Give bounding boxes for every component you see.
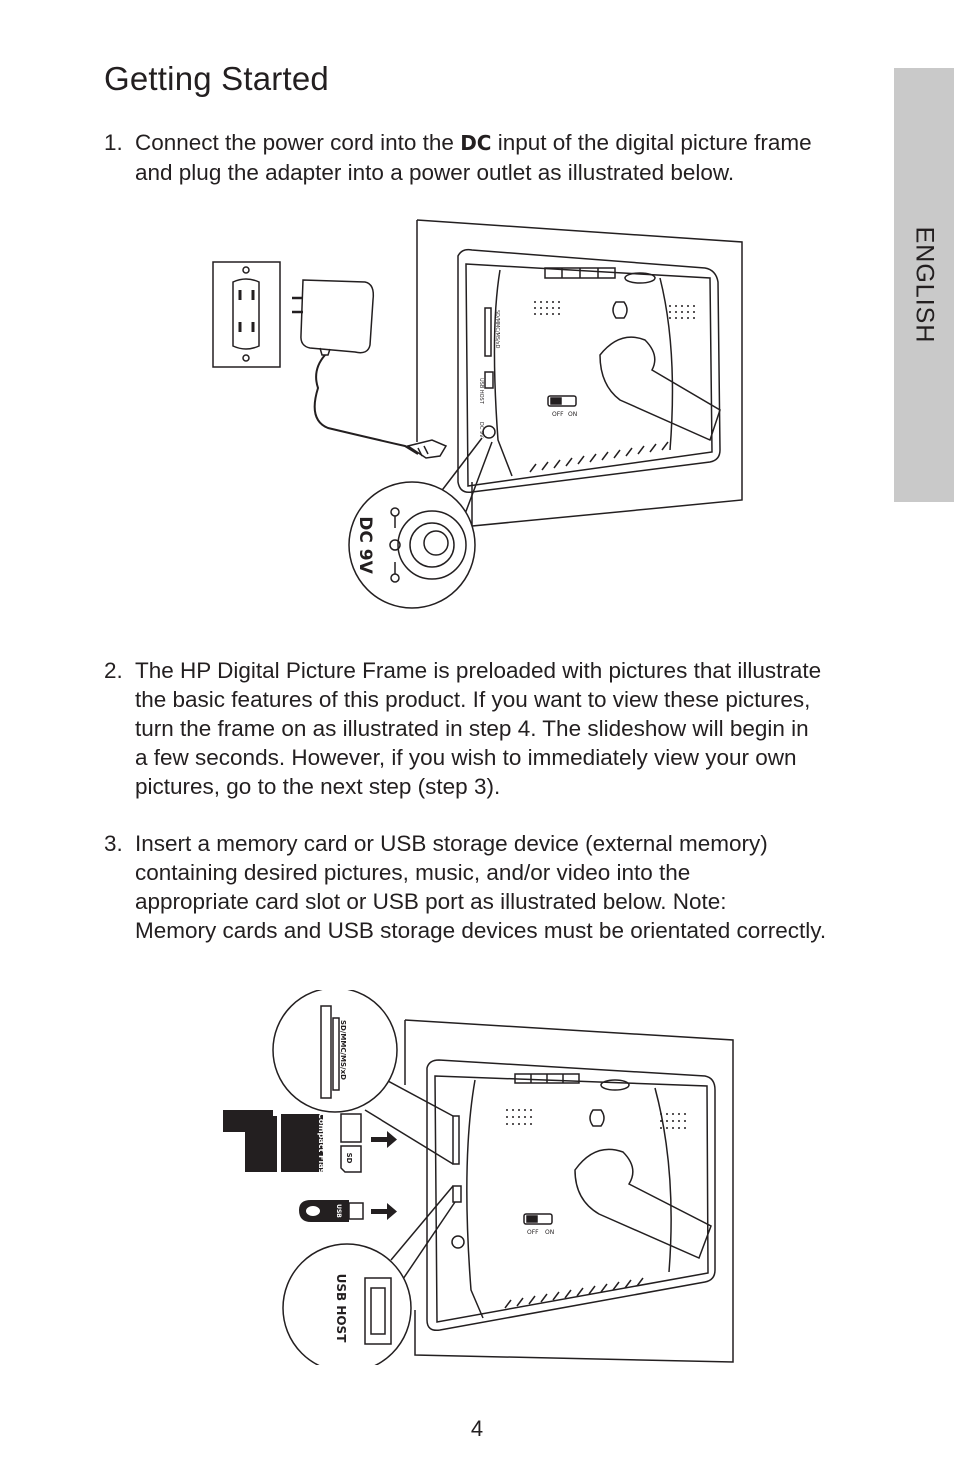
language-tab-label: ENGLISH xyxy=(910,226,939,344)
page-title: Getting Started xyxy=(104,60,329,97)
card-slot-callout-label: SD/MMC/MS/xD xyxy=(339,1020,347,1080)
wall-outlet xyxy=(212,261,281,368)
dc-jack xyxy=(482,425,496,439)
dc-9v-label: DC 9V xyxy=(355,516,375,574)
switch-off-label: OFF xyxy=(552,411,564,418)
step-number: 3. xyxy=(104,831,123,856)
language-tab: ENGLISH xyxy=(894,68,954,502)
power-adapter xyxy=(300,279,375,354)
memory-cards xyxy=(223,1110,362,1173)
card-slot-callout xyxy=(272,990,398,1113)
sd-label: SD xyxy=(345,1153,353,1164)
step-text-line: appropriate card slot or USB port as ill… xyxy=(135,889,727,914)
wall-panel xyxy=(404,1019,734,1363)
dc-port-label: DC 9V xyxy=(478,422,484,438)
figure-memory-insertion: Compact Flash SD USB SD/MMC/MS/xD USB HO… xyxy=(223,990,734,1365)
step-text-line: Insert a memory card or USB storage devi… xyxy=(135,831,768,856)
page-number: 4 xyxy=(470,1416,484,1441)
step-number: 2. xyxy=(104,658,123,683)
frame-stand xyxy=(574,1148,712,1260)
usb-host-callout-label: USB HOST xyxy=(334,1274,348,1344)
usb-host-label: USB HOST xyxy=(478,378,484,405)
step-text-line: and plug the adapter into a power outlet… xyxy=(135,160,735,185)
frame-stand xyxy=(599,336,721,442)
step-3: 3. Insert a memory card or USB storage d… xyxy=(104,829,864,945)
step-1: 1. Connect the power cord into the DC in… xyxy=(104,128,864,187)
switch-on-label: ON xyxy=(568,411,577,418)
power-switch xyxy=(523,1213,553,1225)
picture-frame-back xyxy=(457,248,721,494)
step-2: 2. The HP Digital Picture Frame is prelo… xyxy=(104,656,864,801)
step-text-line: a few seconds. However, if you wish to i… xyxy=(135,745,797,770)
switch-off-label: OFF xyxy=(527,1229,539,1236)
step-text-line: Memory cards and USB storage devices mus… xyxy=(135,918,827,943)
step-text-line: Connect the power cord into the DC input… xyxy=(135,130,812,155)
compact-flash-card xyxy=(281,1114,323,1172)
usb-port xyxy=(484,371,494,389)
switch-on-label: ON xyxy=(545,1229,554,1236)
card-slot xyxy=(452,1115,460,1165)
usb-port xyxy=(452,1185,462,1203)
step-number: 1. xyxy=(104,130,123,155)
wall-panel xyxy=(416,219,743,527)
sd-card xyxy=(340,1145,362,1173)
dc-jack xyxy=(451,1235,465,1249)
step-text-line: pictures, go to the next step (step 3). xyxy=(135,774,501,799)
step-text-line: the basic features of this product. If y… xyxy=(135,687,811,712)
step-text-line: The HP Digital Picture Frame is preloade… xyxy=(135,658,822,683)
usb-stick-label: USB xyxy=(335,1204,342,1218)
power-cord xyxy=(313,354,419,455)
step-text-line: turn the frame on as illustrated in step… xyxy=(135,716,809,741)
power-switch xyxy=(547,395,577,407)
usb-callout xyxy=(282,1243,412,1365)
picture-frame-back xyxy=(426,1059,716,1332)
card-slot-label: SD/MMC/MS/xD xyxy=(494,310,500,349)
usb-stick xyxy=(299,1200,364,1222)
dc-bold: DC xyxy=(460,131,492,155)
figure-power-connection: DC 9V OFF ON USB HOST DC 9V SD/MMC/MS/xD xyxy=(212,219,743,609)
card-slot xyxy=(484,307,492,357)
compact-flash-label: Compact Flash xyxy=(317,1113,326,1180)
step-text-line: containing desired pictures, music, and/… xyxy=(135,860,691,885)
